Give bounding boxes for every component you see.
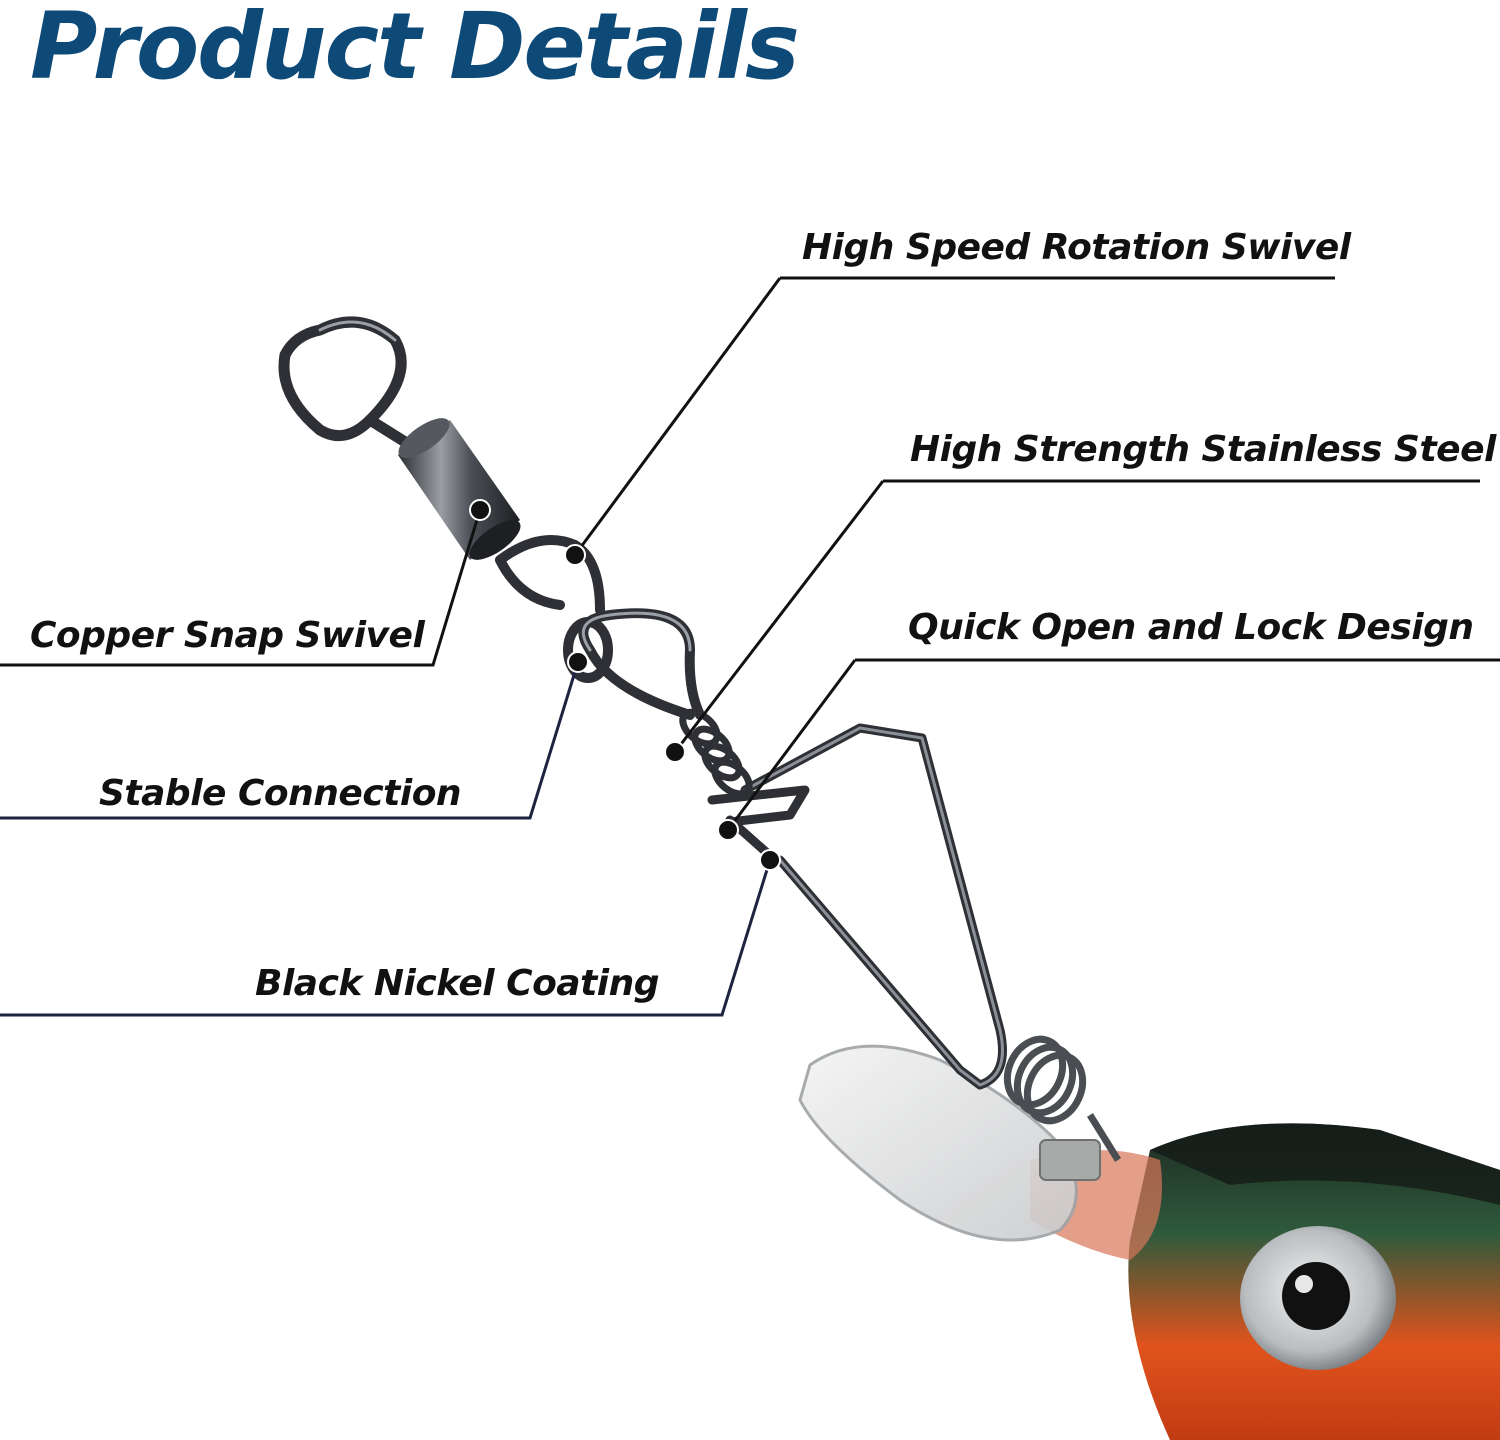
leader-line-bnc [0,859,772,1017]
dot-hsss [664,741,686,763]
connection-loop [563,608,705,720]
leader-lines [0,276,1500,1017]
callout-dots [469,499,781,871]
fishing-lure [798,1044,1500,1440]
leader-line-sc [0,661,580,820]
lure-lip [798,1044,1078,1242]
callout-label-high-strength-stainless-steel: High Strength Stainless Steel [910,429,1496,470]
dot-hsrs [564,544,586,566]
dot-sc [567,651,589,673]
swivel-barrel [398,418,521,560]
leader-line-hsss-diag [673,480,885,753]
leader-line-css [0,509,482,667]
dot-bnc [759,849,781,871]
callout-label-copper-snap-swivel: Copper Snap Swivel [30,615,425,656]
callout-label-quick-open-and-lock-design: Quick Open and Lock Design [908,607,1474,648]
split-ring [1003,1035,1087,1125]
page-title: Product Details [30,0,800,100]
dot-qold [717,819,739,841]
callout-label-black-nickel-coating: Black Nickel Coating [255,963,660,1004]
callout-label-stable-connection: Stable Connection [99,773,462,814]
leader-line-qold-diag [726,659,857,831]
leader-line-hsrs-diag [573,277,782,556]
callout-label-high-speed-rotation-swivel: High Speed Rotation Swivel [802,227,1351,268]
dot-css [469,499,491,521]
wire-coil [679,708,753,798]
swivel-upper [278,316,605,615]
